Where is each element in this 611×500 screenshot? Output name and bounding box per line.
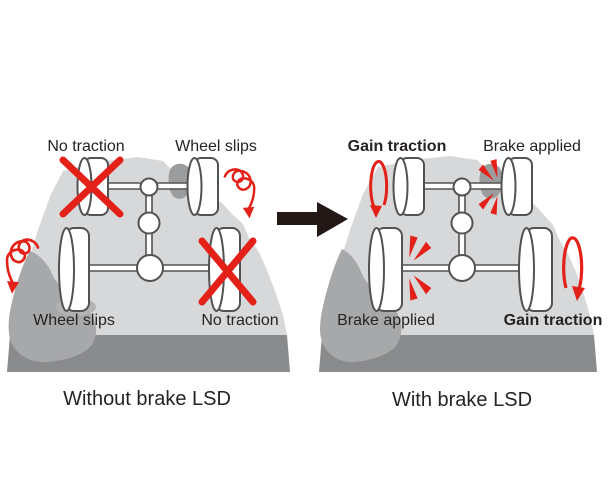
wheel-spin-spiral-icon <box>5 238 40 294</box>
label-right-rear-right: Gain traction <box>503 312 603 329</box>
caption-with-brake-lsd: With brake LSD <box>391 389 533 411</box>
no-traction-x-icon <box>198 237 257 306</box>
label-right-rear-left: Brake applied <box>337 312 435 329</box>
front-differential <box>139 177 159 197</box>
terrain-rock-patch <box>8 251 96 363</box>
label-left-front-left: No traction <box>47 138 125 155</box>
label-right-front-right: Brake applied <box>483 138 581 155</box>
wheel-front-right <box>186 157 219 216</box>
wheel-rear-left <box>58 227 90 312</box>
label-left-front-right: Wheel slips <box>175 138 257 155</box>
right-panel-illustration <box>319 156 597 372</box>
wheel-front-left <box>392 157 425 216</box>
wheel-rear-left <box>368 227 403 312</box>
transfer-case <box>450 211 474 235</box>
brake-flash-icon <box>409 235 432 301</box>
rear-differential <box>136 254 164 282</box>
right-arrow-icon <box>277 202 348 237</box>
no-traction-x-icon <box>59 156 124 218</box>
label-right-front-left: Gain traction <box>347 138 447 155</box>
wheel-rear-right <box>518 227 553 312</box>
terrain-rock-patch <box>320 249 402 363</box>
wheel-spin-spiral-icon <box>223 168 256 219</box>
rear-differential <box>448 254 476 282</box>
wheel-front-right <box>500 157 533 216</box>
caption-without-brake-lsd: Without brake LSD <box>63 388 231 410</box>
transfer-case <box>137 211 161 235</box>
wheel-rotation-arrow-icon <box>562 236 585 301</box>
wheel-rotation-arrow-icon <box>369 159 389 218</box>
front-differential <box>452 177 472 197</box>
brake-flash-icon <box>478 159 498 215</box>
wheel-shadow-front-right <box>168 163 192 199</box>
label-left-rear-right: No traction <box>201 312 279 329</box>
label-left-rear-left: Wheel slips <box>33 312 115 329</box>
left-panel-illustration <box>5 156 290 372</box>
